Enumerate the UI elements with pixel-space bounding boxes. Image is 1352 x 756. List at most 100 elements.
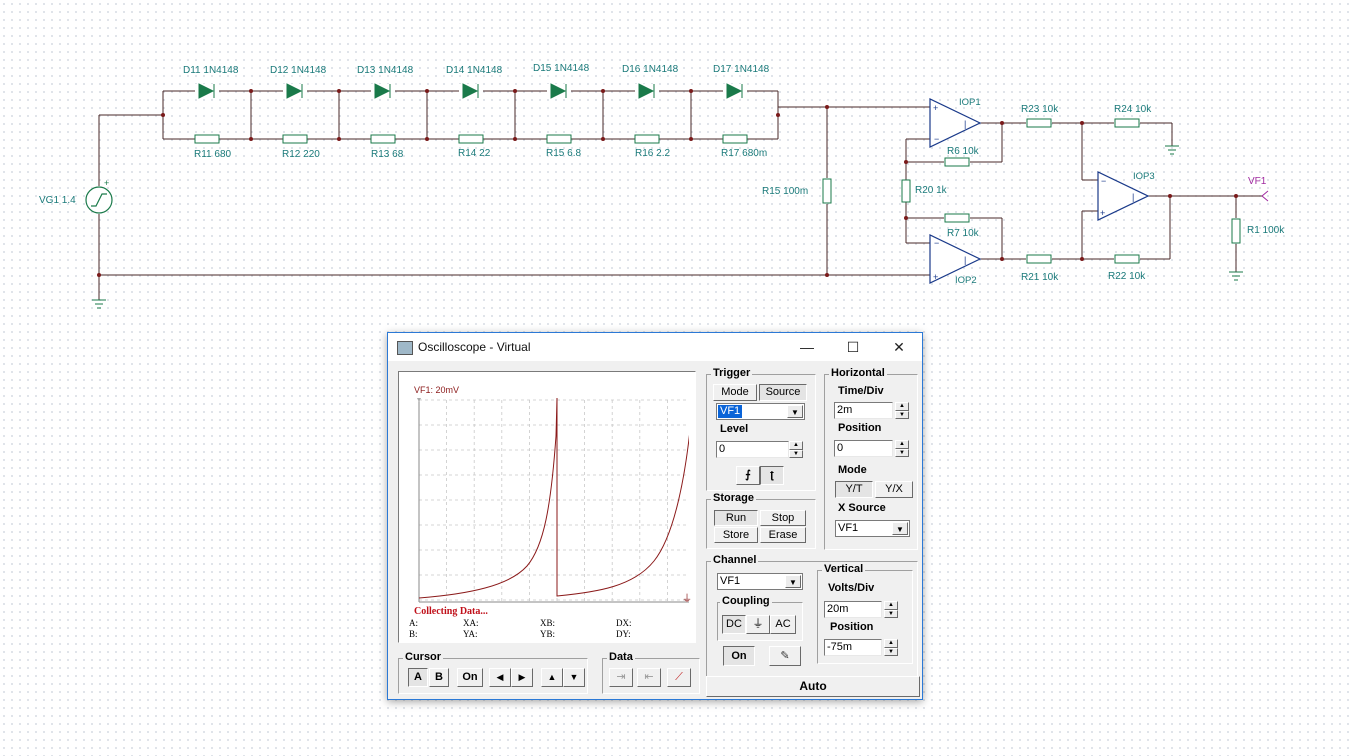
svg-text:+: + <box>104 178 109 188</box>
source-label-vg1: VG1 1.4 <box>39 195 76 206</box>
x-source-value: VF1 <box>838 522 859 534</box>
diode-d15-symbol <box>547 83 571 99</box>
resistor-r6-symbol <box>944 157 970 167</box>
minimize-button[interactable]: — <box>800 339 814 355</box>
diode-label-d17: D17 1N4148 <box>713 64 770 75</box>
spin-up-icon: ▲ <box>895 402 909 411</box>
coupling-ground-button[interactable]: ⏚ <box>746 615 770 634</box>
coupling-ac-button[interactable]: AC <box>770 615 796 634</box>
readout-yb: YB: <box>540 629 556 639</box>
trigger-source-select[interactable]: VF1 ▼ <box>716 403 805 420</box>
trigger-level-input[interactable]: 0 <box>716 441 789 458</box>
time-div-spinner[interactable]: ▲▼ <box>895 402 909 419</box>
diode-d13-symbol <box>371 83 395 99</box>
close-button[interactable]: ✕ <box>893 339 905 355</box>
erase-button[interactable]: Erase <box>760 527 806 543</box>
pen-icon: ✎ <box>780 650 790 662</box>
storage-group: Storage Run Stop Store Erase <box>706 492 816 549</box>
volts-div-label: Volts/Div <box>828 582 875 594</box>
vertical-title: Vertical <box>822 563 866 575</box>
resistor-r12-symbol <box>282 134 308 144</box>
spin-down-icon: ▼ <box>895 410 909 419</box>
cursor-a-button[interactable]: A <box>408 668 428 687</box>
horizontal-position-spinner[interactable]: ▲▼ <box>895 440 909 457</box>
readout-dx: DX: <box>616 618 632 628</box>
window-titlebar[interactable]: Oscilloscope - Virtual — ☐ ✕ <box>388 333 922 361</box>
ground-icon: ⏚ <box>752 618 764 630</box>
run-button[interactable]: Run <box>714 510 758 526</box>
channel-title: Channel <box>711 554 759 566</box>
probe-label-vf1: VF1 <box>1248 176 1267 187</box>
trigger-title: Trigger <box>711 367 753 379</box>
resistor-label-r1: R1 100k <box>1247 225 1285 236</box>
resistor-r13-symbol <box>370 134 396 144</box>
vertical-position-spinner[interactable]: ▲▼ <box>884 639 898 656</box>
scope-display <box>401 374 693 640</box>
svg-text:+: + <box>933 103 938 113</box>
horizontal-group: Horizontal Time/Div 2m ▲▼ Position 0 ▲▼ … <box>824 367 918 550</box>
diode-d16-symbol <box>635 83 659 99</box>
diode-d11-symbol <box>195 83 219 99</box>
diode-label-d16: D16 1N4148 <box>622 64 679 75</box>
mode-yt-button[interactable]: Y/T <box>835 481 873 498</box>
svg-text:|: | <box>964 255 966 265</box>
volts-div-input[interactable]: 20m <box>824 601 882 618</box>
opamp-label-iop2: IOP2 <box>955 275 977 286</box>
scope-screen-frame: VF1: 20mV ⏚ Collecting Data... A: XA: XB… <box>398 371 696 643</box>
mode-yx-button[interactable]: Y/X <box>875 481 913 498</box>
time-div-label: Time/Div <box>838 385 884 397</box>
data-import-button[interactable]: ⇥ <box>609 668 633 687</box>
import-icon: ⇥ <box>616 671 626 683</box>
spin-down-icon: ▼ <box>884 609 898 618</box>
chevron-down-icon[interactable]: ▼ <box>892 522 908 535</box>
voltage-source-symbol <box>85 186 113 214</box>
channel-color-button[interactable]: ✎ <box>769 646 801 666</box>
time-div-input[interactable]: 2m <box>834 402 893 419</box>
volts-div-spinner[interactable]: ▲▼ <box>884 601 898 618</box>
vertical-position-input[interactable]: -75m <box>824 639 882 656</box>
cursor-b-button[interactable]: B <box>429 668 449 687</box>
trigger-level-label: Level <box>720 423 749 435</box>
ground-icon <box>92 145 1243 309</box>
data-export-button[interactable]: ⇤ <box>637 668 661 687</box>
auto-button[interactable]: Auto <box>706 676 920 697</box>
data-group: Data ⇥ ⇤ ⟋ <box>602 651 700 694</box>
resistor-label-r24: R24 10k <box>1114 104 1152 115</box>
chart-icon: ⟋ <box>675 671 683 683</box>
svg-text:−: − <box>934 134 939 144</box>
cursor-left-button[interactable]: ◀ <box>489 668 511 687</box>
channel-select[interactable]: VF1 ▼ <box>717 573 803 590</box>
cursor-up-button[interactable]: ▲ <box>541 668 563 687</box>
rising-edge-button[interactable]: ⨍ <box>736 466 760 485</box>
coupling-group: Coupling DC ⏚ AC <box>717 595 803 641</box>
spin-up-icon: ▲ <box>789 441 803 450</box>
falling-edge-button[interactable]: ʈ <box>760 466 784 485</box>
resistor-r11-symbol <box>194 134 220 144</box>
oscilloscope-window[interactable]: Oscilloscope - Virtual — ☐ ✕ VF1: 20mV ⏚… <box>387 332 923 700</box>
storage-title: Storage <box>711 492 756 504</box>
channel-on-button[interactable]: On <box>723 646 755 666</box>
maximize-button[interactable]: ☐ <box>846 339 860 355</box>
schematic-canvas[interactable]: +−| −+| −+| + <box>0 0 1352 330</box>
coupling-dc-button[interactable]: DC <box>722 615 746 634</box>
stop-button[interactable]: Stop <box>760 510 806 526</box>
scope-status: Collecting Data... <box>414 606 488 617</box>
trigger-mode-button[interactable]: Mode <box>713 384 757 401</box>
svg-text:−: − <box>934 238 939 248</box>
rising-edge-icon: ⨍ <box>745 469 751 481</box>
trigger-level-spinner[interactable]: ▲▼ <box>789 441 803 458</box>
trigger-source-button[interactable]: Source <box>759 384 807 401</box>
cursor-right-button[interactable]: ▶ <box>511 668 533 687</box>
trigger-source-value: VF1 <box>718 405 743 418</box>
cursor-down-button[interactable]: ▼ <box>563 668 585 687</box>
chevron-down-icon[interactable]: ▼ <box>785 575 801 588</box>
horizontal-position-input[interactable]: 0 <box>834 440 893 457</box>
data-plot-button[interactable]: ⟋ <box>667 668 691 687</box>
chevron-down-icon[interactable]: ▼ <box>787 405 803 418</box>
diode-label-d11: D11 1N4148 <box>183 65 239 76</box>
resistor-label-r22: R22 10k <box>1108 271 1146 282</box>
store-button[interactable]: Store <box>714 527 758 543</box>
x-source-select[interactable]: VF1 ▼ <box>835 520 910 537</box>
vertical-position-label: Position <box>830 621 874 633</box>
cursor-on-button[interactable]: On <box>457 668 483 687</box>
